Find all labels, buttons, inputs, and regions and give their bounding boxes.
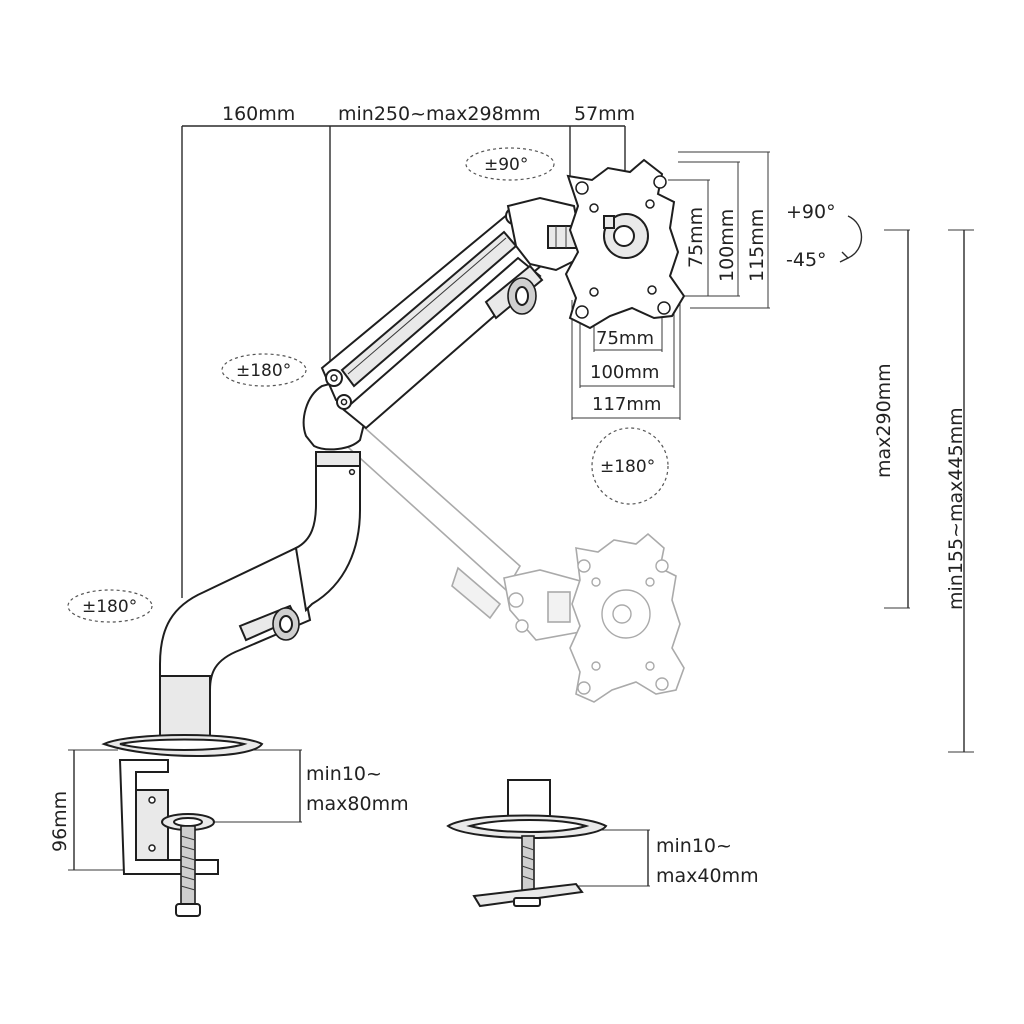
base-joint-rotation-label: ±180° <box>82 597 137 617</box>
screen-rotation-label: ±180° <box>600 457 655 477</box>
arm-joint-rotation-label: ±180° <box>236 361 291 381</box>
dimension-labels: 160mm min250~max298mm 57mm 75mm 100mm 11… <box>49 103 967 887</box>
arm-reach-label: min250~max298mm <box>338 103 541 125</box>
total-height-label: min155~max445mm <box>945 407 967 610</box>
vesa-100-width-label: 100mm <box>590 362 659 383</box>
vesa-75-width-label: 75mm <box>596 328 654 349</box>
rotation-arrows <box>67 147 863 623</box>
vesa-100-height-label: 100mm <box>716 209 738 282</box>
monitor-arm <box>101 158 686 917</box>
rotation-labels: ±90° +90° -45° ±180° ±180° ±180° <box>82 155 836 617</box>
head-depth-label: 57mm <box>574 103 635 125</box>
dimension-lines <box>68 125 974 887</box>
clamp-range-label-2: max80mm <box>306 793 409 815</box>
grommet-range-label-1: min10~ <box>656 835 732 857</box>
arm-travel-label: max290mm <box>873 363 895 478</box>
head-swivel-label: ±90° <box>484 155 528 175</box>
plate-height-label: 115mm <box>746 209 768 282</box>
tilt-down-label: -45° <box>786 249 827 271</box>
lowered-arm-ghost <box>338 418 685 703</box>
clamp-height-label: 96mm <box>49 791 71 852</box>
plate-width-label: 117mm <box>592 394 661 415</box>
vesa-75-height-label: 75mm <box>685 207 707 268</box>
tilt-up-label: +90° <box>786 201 836 223</box>
clamp-range-label-1: min10~ <box>306 763 382 785</box>
grommet-range-label-2: max40mm <box>656 865 759 887</box>
base-offset-label: 160mm <box>222 103 295 125</box>
